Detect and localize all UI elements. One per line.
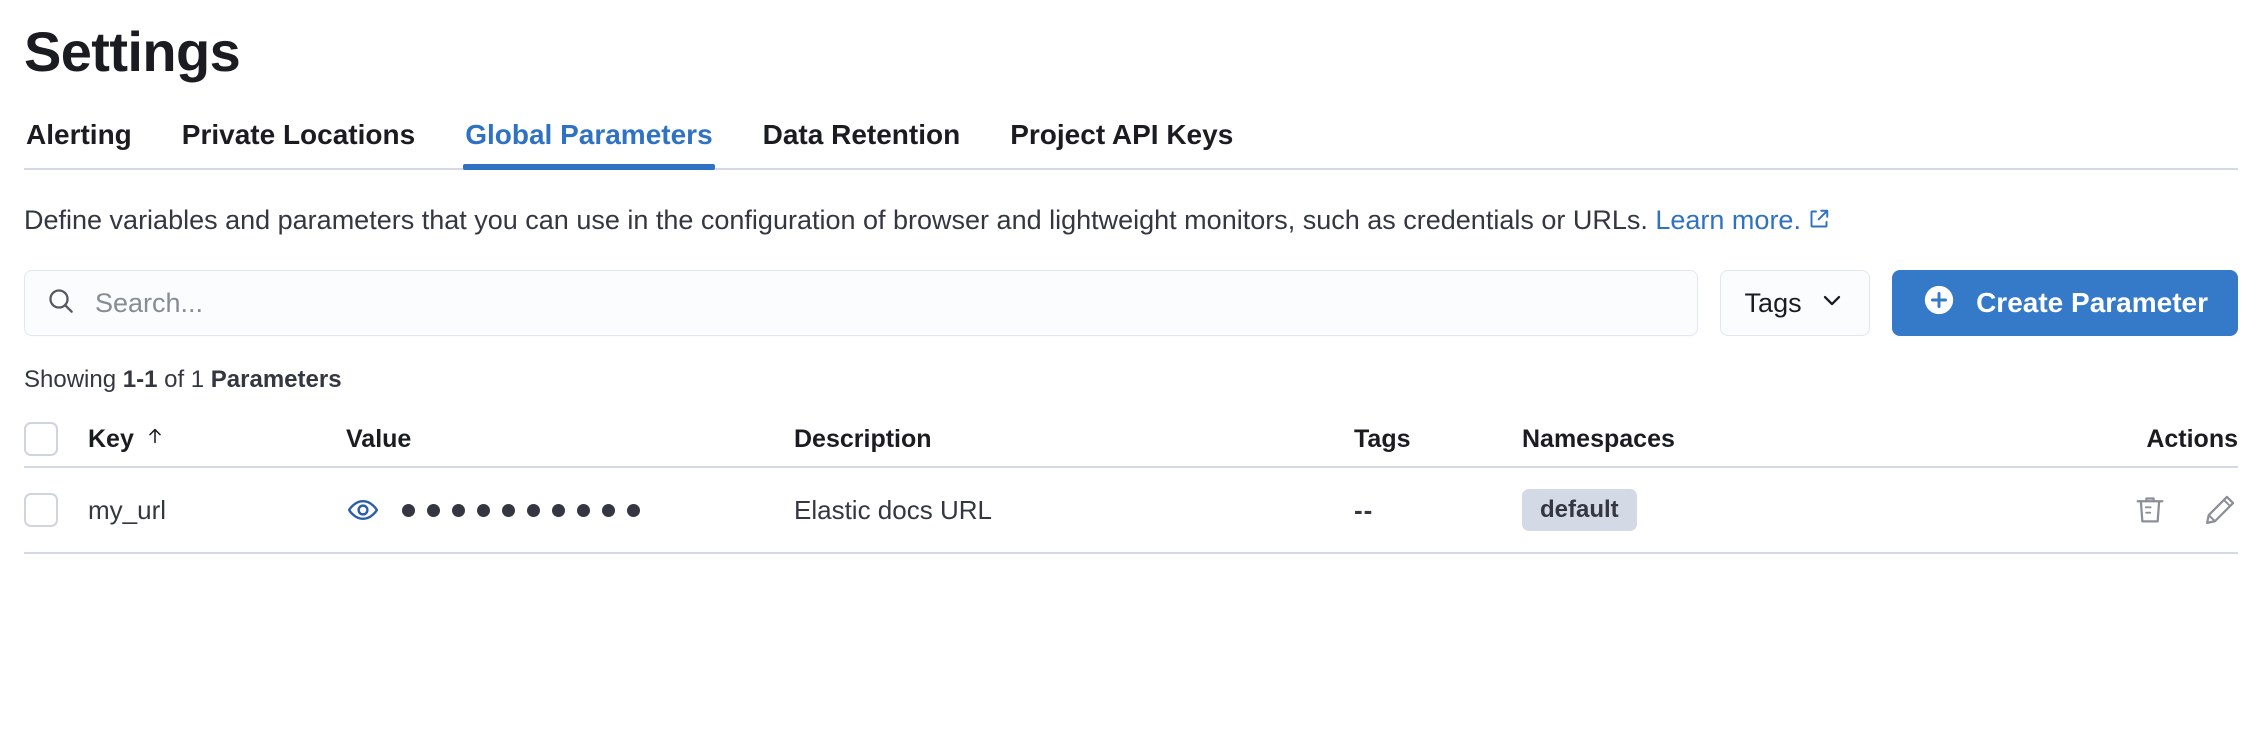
select-all-checkbox[interactable]: [24, 422, 58, 456]
cell-description: Elastic docs URL: [794, 495, 992, 525]
external-link-icon: [1807, 198, 1831, 246]
column-label: Description: [794, 425, 932, 453]
cell-tags: --: [1354, 495, 1374, 525]
tab-label: Data Retention: [762, 119, 961, 150]
masked-value: [402, 503, 640, 517]
column-label: Namespaces: [1522, 425, 1675, 453]
create-parameter-label: Create Parameter: [1976, 287, 2208, 318]
tab-data-retention[interactable]: Data Retention: [761, 118, 963, 168]
table-header-row: Key Value Description Tags Namespaces: [24, 412, 2238, 468]
trash-icon[interactable]: [2132, 492, 2168, 528]
search-input[interactable]: Search...: [24, 270, 1699, 336]
tab-label: Project API Keys: [1010, 119, 1234, 150]
tab-private-locations[interactable]: Private Locations: [180, 118, 417, 168]
table-row: my_url Elastic docs URL -- default: [24, 468, 2238, 554]
select-all-cell: [24, 422, 88, 456]
results-range: 1-1: [122, 366, 158, 393]
plus-circle-icon: [1922, 283, 1956, 324]
row-select-checkbox[interactable]: [24, 493, 58, 527]
search-placeholder: Search...: [95, 288, 204, 318]
column-label: Tags: [1354, 425, 1411, 453]
chevron-down-icon: [1818, 286, 1846, 321]
learn-more-label: Learn more.: [1655, 205, 1801, 235]
page-description: Define variables and parameters that you…: [24, 196, 2209, 246]
controls-row: Search... Tags Create Parameter: [24, 270, 2238, 336]
learn-more-link[interactable]: Learn more.: [1655, 205, 1801, 235]
tab-label: Global Parameters: [465, 119, 713, 150]
namespace-badge: default: [1522, 489, 1637, 531]
column-header-tags[interactable]: Tags: [1354, 425, 1522, 453]
tab-global-parameters[interactable]: Global Parameters: [463, 118, 716, 170]
create-parameter-button[interactable]: Create Parameter: [1892, 270, 2238, 336]
tab-alerting[interactable]: Alerting: [24, 118, 134, 168]
cell-actions: [2068, 492, 2238, 528]
column-header-value[interactable]: Value: [346, 425, 794, 453]
cell-key: my_url: [88, 495, 167, 525]
column-header-description[interactable]: Description: [794, 425, 1354, 453]
pencil-icon[interactable]: [2202, 492, 2238, 528]
tab-label: Alerting: [26, 119, 132, 150]
eye-icon[interactable]: [346, 493, 380, 527]
tags-filter-button[interactable]: Tags: [1720, 270, 1871, 336]
column-header-actions: Actions: [2068, 425, 2238, 453]
row-select-cell: [24, 493, 88, 527]
column-header-namespaces[interactable]: Namespaces: [1522, 425, 2068, 453]
tab-label: Private Locations: [181, 119, 416, 150]
tab-project-api-keys[interactable]: Project API Keys: [1008, 118, 1235, 168]
arrow-up-icon: [144, 425, 166, 453]
column-label: Value: [346, 425, 412, 453]
results-count: Showing 1-1 of 1 Parameters: [24, 366, 2238, 394]
column-label: Key: [88, 425, 134, 453]
results-entity: Parameters: [210, 366, 342, 393]
cell-namespaces: default: [1522, 489, 2068, 531]
page-title: Settings: [24, 20, 241, 83]
column-header-key[interactable]: Key: [88, 425, 346, 453]
search-icon: [45, 285, 77, 322]
tags-filter-label: Tags: [1744, 287, 1802, 318]
column-label: Actions: [2146, 425, 2238, 453]
description-text: Define variables and parameters that you…: [24, 205, 1656, 235]
results-middle: of 1: [157, 366, 211, 393]
cell-value: [346, 493, 794, 527]
settings-tabs: Alerting Private Locations Global Parame…: [24, 108, 2238, 170]
parameters-table: Key Value Description Tags Namespaces: [24, 412, 2238, 554]
results-prefix: Showing: [24, 366, 123, 393]
